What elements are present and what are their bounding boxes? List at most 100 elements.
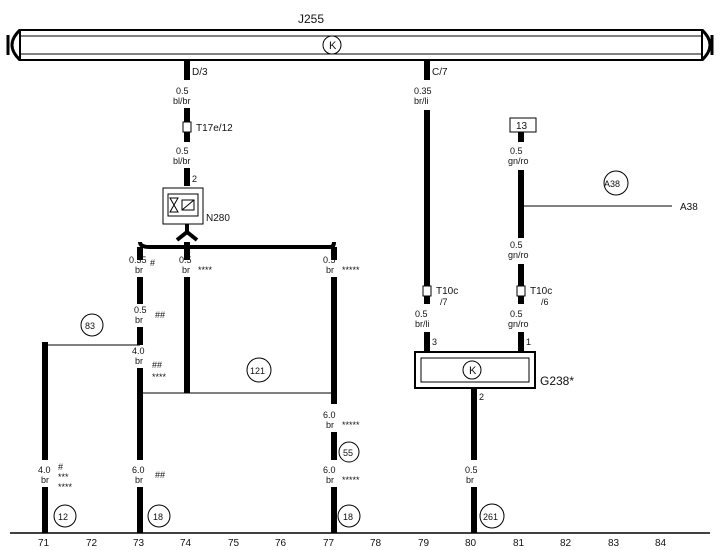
wire-label: br bbox=[466, 475, 474, 485]
track-number: 73 bbox=[133, 538, 145, 549]
track-number: 84 bbox=[655, 538, 667, 549]
pin-g238-3-label: 3 bbox=[432, 337, 437, 347]
wire-label: # bbox=[150, 258, 155, 268]
ground-bus bbox=[138, 241, 336, 249]
ref-circle bbox=[80, 313, 104, 337]
track-number: 78 bbox=[370, 538, 382, 549]
sensor-g238: K bbox=[414, 351, 536, 389]
g238-symbol-glyph: K bbox=[469, 365, 477, 377]
wire-label: br bbox=[135, 265, 143, 275]
ref-circle-label: 83 bbox=[85, 321, 95, 331]
wire-label: 0.5 bbox=[510, 240, 523, 250]
connector-t10c-label: T10c bbox=[530, 286, 552, 297]
wire-label: 0.5 bbox=[510, 146, 523, 156]
connector-t17e-icon bbox=[182, 121, 192, 133]
ref-circle-label: 121 bbox=[250, 366, 265, 376]
ref-circle-label: 55 bbox=[343, 448, 353, 458]
wire-label: 0.5 bbox=[176, 146, 189, 156]
wire-label: 0.35 bbox=[414, 86, 432, 96]
valve-n280 bbox=[162, 187, 204, 225]
j255-symbol-icon bbox=[322, 35, 342, 55]
wire-label: br/li bbox=[414, 96, 429, 106]
connector-t10c-pin: /6 bbox=[541, 297, 549, 307]
ref-circle bbox=[147, 504, 171, 528]
ref-circle bbox=[246, 357, 272, 383]
wire-label: br bbox=[135, 356, 143, 366]
wire-label: br bbox=[41, 475, 49, 485]
terminal-13-label: 13 bbox=[516, 121, 528, 132]
track-number: 79 bbox=[418, 538, 430, 549]
ref-circle bbox=[53, 504, 77, 528]
wire-label: gn/ro bbox=[508, 250, 529, 260]
j255-symbol-glyph: K bbox=[329, 40, 337, 52]
ref-circle-label: 18 bbox=[343, 512, 353, 522]
wire-junction bbox=[175, 224, 199, 242]
track-number: 82 bbox=[560, 538, 572, 549]
pin-g238-1-label: 1 bbox=[526, 337, 531, 347]
wire-label: br bbox=[326, 265, 334, 275]
ref-circle-label: 18 bbox=[153, 512, 163, 522]
wire-label: br bbox=[326, 475, 334, 485]
track-number: 83 bbox=[608, 538, 620, 549]
wire-label: 0.5 bbox=[465, 465, 478, 475]
pin-d3-label: D/3 bbox=[192, 67, 208, 78]
wire-label: *** bbox=[58, 472, 69, 482]
ref-circle bbox=[338, 441, 360, 463]
wire-label: **** bbox=[198, 265, 213, 275]
wire-label: # bbox=[58, 462, 63, 472]
wire-label: ***** bbox=[342, 475, 360, 485]
connector-t10c-icon bbox=[516, 285, 526, 297]
connector-t10c-label: T10c bbox=[436, 286, 458, 297]
wire-label: gn/ro bbox=[508, 156, 529, 166]
valve-n280-label: N280 bbox=[206, 213, 230, 224]
wire-label: br bbox=[135, 475, 143, 485]
wire-label: 0.5 bbox=[176, 86, 189, 96]
wire-label: 6.0 bbox=[132, 465, 145, 475]
wire-label: ***** bbox=[342, 420, 360, 430]
valve-symbol-icon bbox=[169, 197, 179, 213]
pin-c7-label: C/7 bbox=[432, 67, 448, 78]
track-number: 74 bbox=[180, 538, 192, 549]
wire-label: ## bbox=[155, 310, 165, 320]
wire-label: br/li bbox=[415, 319, 430, 329]
ref-circle-label: 12 bbox=[58, 512, 68, 522]
track-number: 77 bbox=[323, 538, 335, 549]
a38-circle bbox=[603, 170, 629, 196]
wire-label: br bbox=[326, 420, 334, 430]
g238-symbol-icon bbox=[462, 360, 482, 380]
wire-label: 0.35 bbox=[129, 255, 147, 265]
wire-label: br bbox=[182, 265, 190, 275]
wire-label: bl/br bbox=[173, 156, 191, 166]
pin-g238-2-label: 2 bbox=[479, 392, 484, 402]
track-number: 72 bbox=[86, 538, 98, 549]
wire-label: gn/ro bbox=[508, 319, 529, 329]
wire-label: ## bbox=[155, 470, 165, 480]
wire-label: 4.0 bbox=[38, 465, 51, 475]
control-unit-j255: K bbox=[6, 28, 714, 62]
wire-label: ***** bbox=[342, 265, 360, 275]
sensor-g238-label: G238* bbox=[540, 374, 574, 388]
connector-t10c-icon bbox=[422, 285, 432, 297]
track-number: 81 bbox=[513, 538, 525, 549]
ref-circle bbox=[337, 504, 361, 528]
wire-label: **** bbox=[152, 372, 167, 382]
wire-label: 0.5 bbox=[179, 255, 192, 265]
connector-t10c-pin: /7 bbox=[440, 297, 448, 307]
ref-circle-label: 261 bbox=[483, 512, 498, 522]
wire-label: br bbox=[135, 315, 143, 325]
connector-t17e-label: T17e/12 bbox=[196, 123, 233, 134]
wire-label: 0.5 bbox=[415, 309, 428, 319]
wire-label: **** bbox=[58, 482, 73, 492]
a38-label: A38 bbox=[680, 202, 698, 213]
a38-circle-label: A38 bbox=[604, 179, 620, 189]
ref-circle bbox=[479, 503, 505, 529]
wire-label: 0.5 bbox=[510, 309, 523, 319]
wire-label: 6.0 bbox=[323, 410, 336, 420]
wire-label: 0.5 bbox=[323, 255, 336, 265]
wire-label: 4.0 bbox=[132, 346, 145, 356]
wire-label: bl/br bbox=[173, 96, 191, 106]
wire-label: 6.0 bbox=[323, 465, 336, 475]
pin-n280-label: 2 bbox=[192, 174, 197, 184]
wire-label: ## bbox=[152, 360, 162, 370]
